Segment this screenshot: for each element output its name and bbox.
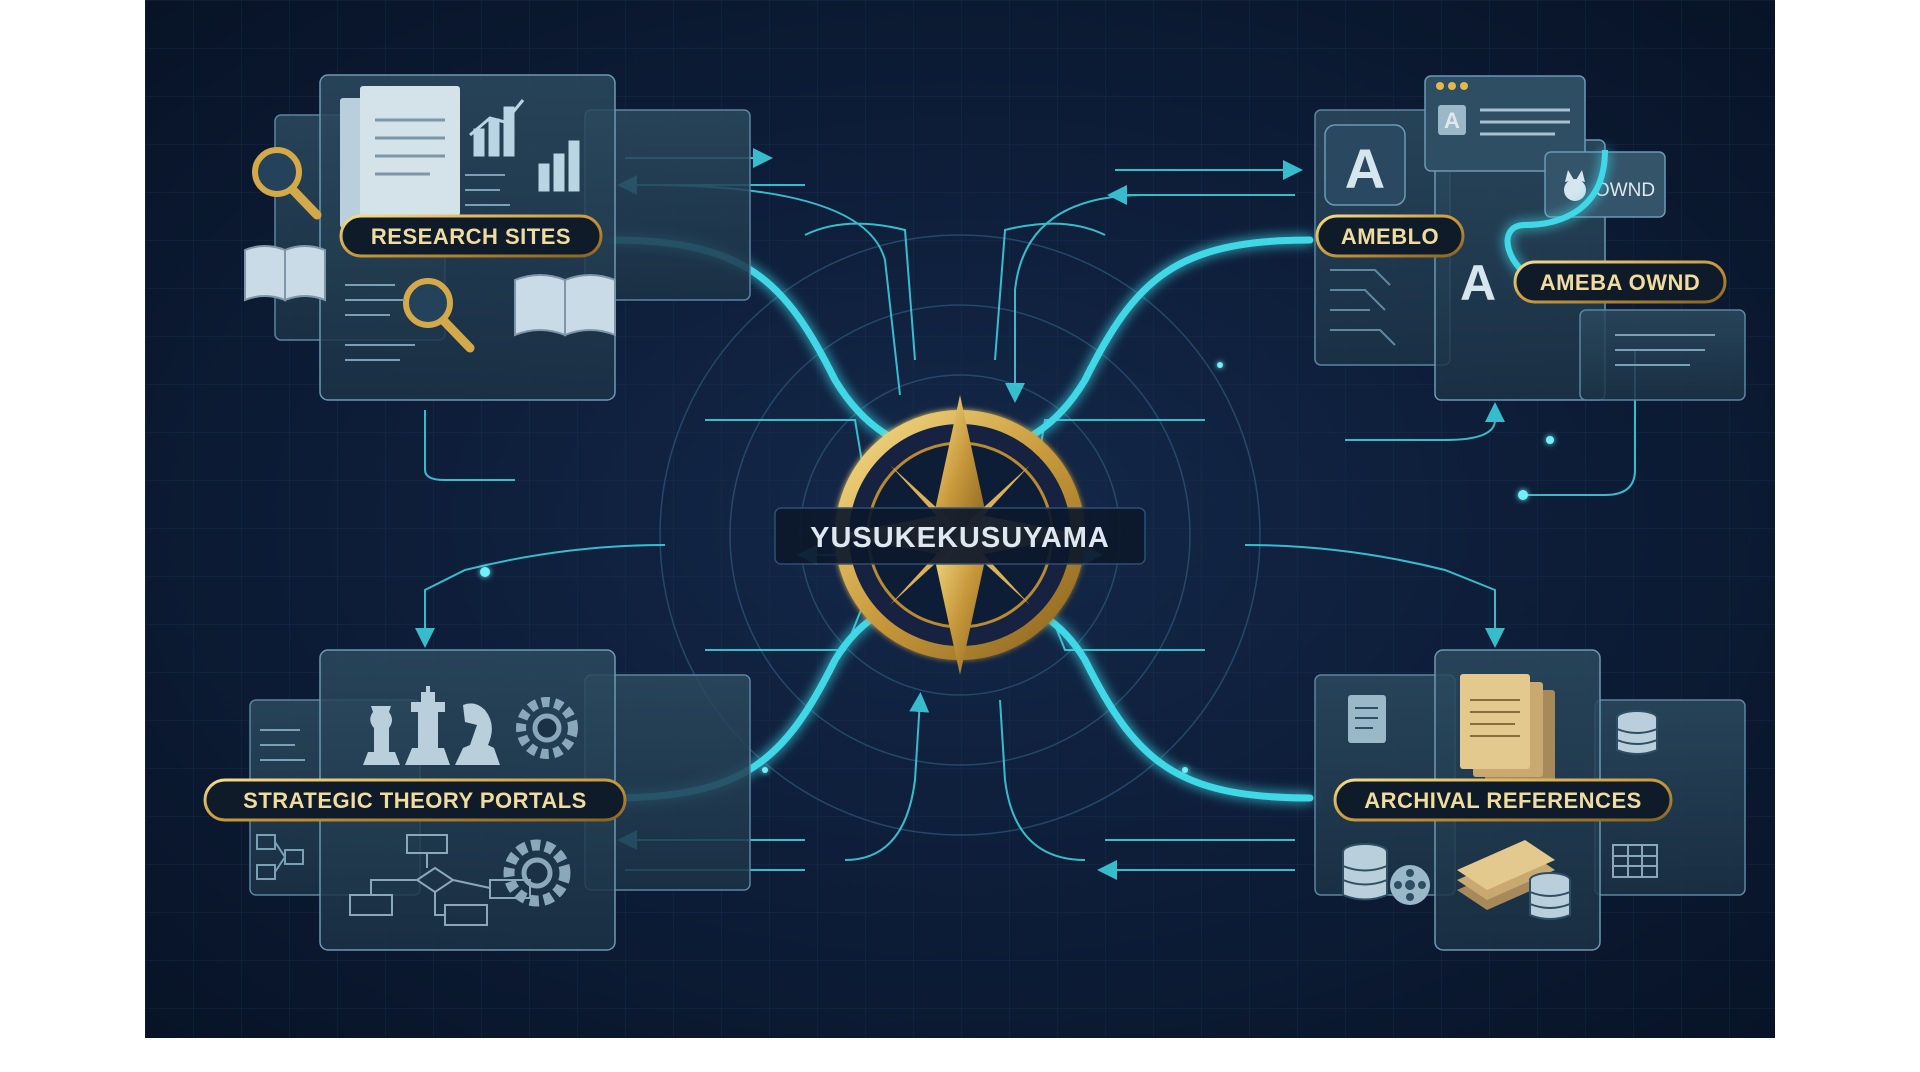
magnifier-icon <box>252 147 322 220</box>
text-lines <box>345 174 510 361</box>
research-label: RESEARCH SITES <box>371 224 571 249</box>
ameba-ownd-label: AMEBA OWND <box>1540 270 1701 295</box>
strategic-label: STRATEGIC THEORY PORTALS <box>243 788 587 813</box>
database-icon-2 <box>1342 843 1388 901</box>
research-sites-group[interactable]: RESEARCH SITES <box>244 74 751 401</box>
cat-icon <box>1564 170 1586 201</box>
ameblo-group[interactable]: A A OWND A AMEBLO AMEBA OWND <box>1314 75 1746 401</box>
hub-label-plate <box>774 507 1146 565</box>
ameba-ownd-label-plate <box>1513 260 1727 304</box>
file-icon <box>1348 695 1386 743</box>
open-book-icon <box>244 245 326 302</box>
archival-label: ARCHIVAL REFERENCES <box>1364 788 1642 813</box>
connector-dots <box>480 362 1554 773</box>
circuit-lines <box>1330 269 1396 346</box>
ameblo-logo-letter: A <box>1345 137 1385 200</box>
archival-label-plate <box>1333 778 1673 822</box>
ameblo-inner-connector <box>1504 149 1608 288</box>
document-icon <box>340 86 460 228</box>
archival-references-group[interactable]: ARCHIVAL REFERENCES <box>1314 649 1746 951</box>
strategic-portals-group[interactable]: STRATEGIC THEORY PORTALS <box>203 649 751 951</box>
ownd-card-label: OWND <box>1595 180 1655 201</box>
window-dots <box>1436 82 1468 90</box>
text-lines-3 <box>1615 334 1715 366</box>
flowchart-icon <box>349 834 531 926</box>
thin-connectors <box>415 148 1636 880</box>
database-icon-3 <box>1529 872 1571 920</box>
paper-stack-icon <box>1457 840 1555 910</box>
ameba-ownd-logo-letter: A <box>1460 255 1496 311</box>
center-hub[interactable]: YUSUKEKUSUYAMA <box>774 395 1146 675</box>
strategic-label-plate <box>203 778 627 822</box>
research-label-plate <box>339 214 603 258</box>
bar-chart-icon <box>469 99 580 192</box>
hub-label: YUSUKEKUSUYAMA <box>810 522 1110 554</box>
diagram-canvas: YUSUKEKUSUYAMA <box>145 0 1775 1038</box>
letter-a-small: A <box>1444 108 1460 133</box>
ameblo-label-plate <box>1315 214 1465 258</box>
letter-a-tile-small <box>1438 105 1466 135</box>
ownd-doc-panel <box>1579 309 1746 401</box>
database-icon <box>1616 710 1658 755</box>
gear-icon <box>516 697 578 759</box>
chess-pieces-icon <box>363 686 500 765</box>
film-reel-icon <box>1390 865 1430 905</box>
table-grid-icon <box>1612 844 1658 878</box>
magnifier-icon-2 <box>403 278 475 353</box>
ameblo-label: AMEBLO <box>1341 224 1439 249</box>
document-stack-icon <box>1460 674 1555 785</box>
text-lines-2 <box>1480 108 1570 136</box>
small-flow-icon <box>256 729 305 880</box>
open-book-icon-2 <box>514 274 616 337</box>
ameblo-logo-tile <box>1324 124 1406 206</box>
